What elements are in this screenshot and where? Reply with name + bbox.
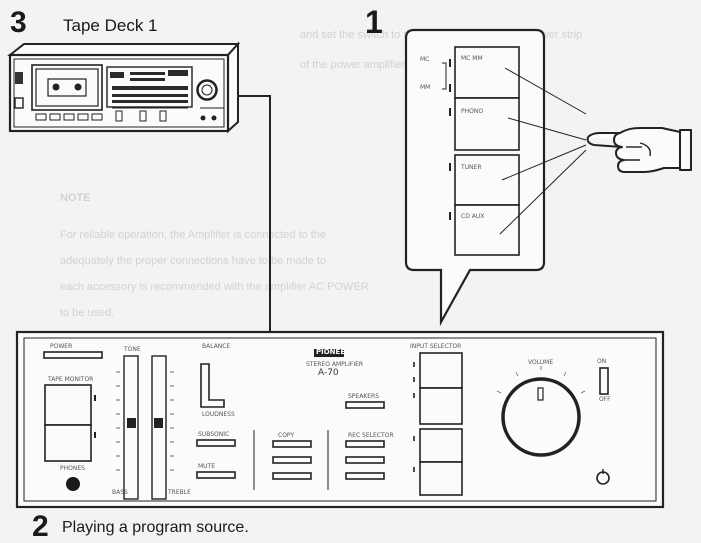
amp-label-loudness: LOUDNESS [202,411,235,418]
amp-label-mute: MUTE [198,463,216,470]
background-text-line: adequately the proper connections have t… [60,255,327,267]
amp-label-copy: COPY [278,432,295,439]
pointing-hand-icon [586,127,692,173]
amp-label-selector: INPUT SELECTOR [410,343,462,350]
amp-label-off: OFF [599,396,611,403]
amp-label-treble: TREBLE [168,489,191,496]
amp-label-speakers: SPEAKERS [348,393,380,400]
amp-volume-knob[interactable] [503,379,579,455]
amp-label-rec: REC SELECTOR [348,432,394,439]
step-3-number: 3 [10,6,27,39]
amp-phono-button[interactable] [420,353,462,424]
amp-label-balance: BALANCE [202,343,231,350]
amp-label-tape-monitor: TAPE MONITOR [48,376,94,383]
callout-side-label-mc: MC [420,56,430,63]
amp-label-bass: BASS [112,489,128,496]
background-text-line: each accessory is recommended with the a… [60,281,369,293]
callout-side-label-mm: MM [420,84,431,91]
amp-label-tone: TONE [124,346,141,353]
tape-deck-label: Tape Deck 1 [63,16,158,35]
amp-label-on: ON [597,358,607,365]
callout-button-phono[interactable]: PHONO [461,108,484,115]
background-text-line: For reliable operation, the Amplifier is… [60,229,326,241]
amp-label-subsonic: SUBSONIC [198,431,230,438]
step-1-number: 1 [365,4,383,40]
amp-tuner-cd-button[interactable] [420,429,462,495]
amplifier-model-line1: STEREO AMPLIFIER [306,361,364,368]
tape-deck [7,41,241,134]
callout-bubble [404,28,546,327]
amp-label-volume: VOLUME [528,359,554,366]
amp-tape-monitor-buttons[interactable] [45,385,91,461]
step-2-number: 2 [32,510,49,543]
callout-button-cd-aux[interactable]: CD AUX [461,213,485,220]
step-2-caption: Playing a program source. [62,519,249,536]
callout-button-mc-mm[interactable]: MC MM [461,55,483,62]
amp-label-power: POWER [50,343,73,350]
pointer-lines [499,67,587,235]
amplifier-brand-logo: PIONEER [316,348,351,356]
amplifier [15,330,665,509]
callout-button-tuner[interactable]: TUNER [461,164,482,171]
amplifier-model-line2: A-70 [318,368,339,378]
background-text-line: to be used. [60,307,115,319]
connection-cable [238,95,271,332]
background-text-heading: NOTE [60,192,91,204]
amp-label-phones: PHONES [60,465,85,472]
